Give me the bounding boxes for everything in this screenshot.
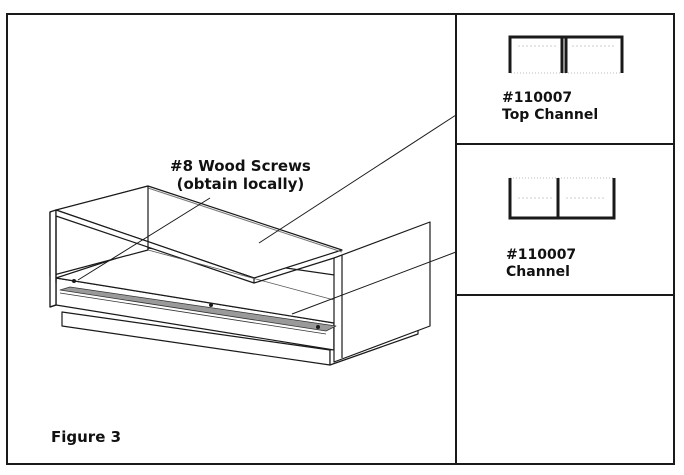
figure-caption: Figure 3	[51, 428, 122, 446]
top-channel-icon	[508, 35, 624, 74]
channel-icon	[508, 177, 616, 220]
cabinet-drawing	[49, 185, 431, 366]
wood-screws-line1: #8 Wood Screws	[170, 157, 311, 175]
right-side-panel	[333, 221, 431, 363]
top-channel-part-number: #110007	[502, 90, 573, 106]
wood-screws-line2: (obtain locally)	[176, 175, 305, 193]
leader-top-channel	[258, 114, 457, 244]
bottom-channel	[59, 286, 337, 332]
channel-part-number: #110007	[506, 247, 577, 263]
channel-label: #110007 Channel	[506, 247, 576, 281]
leader-screws	[77, 197, 211, 281]
top-channel-label: #110007 Top Channel	[502, 90, 598, 124]
channel-name: Channel	[506, 264, 570, 280]
leader-channel	[291, 251, 457, 315]
wood-screws-label: #8 Wood Screws (obtain locally)	[170, 157, 311, 193]
top-channel-name: Top Channel	[502, 107, 599, 123]
